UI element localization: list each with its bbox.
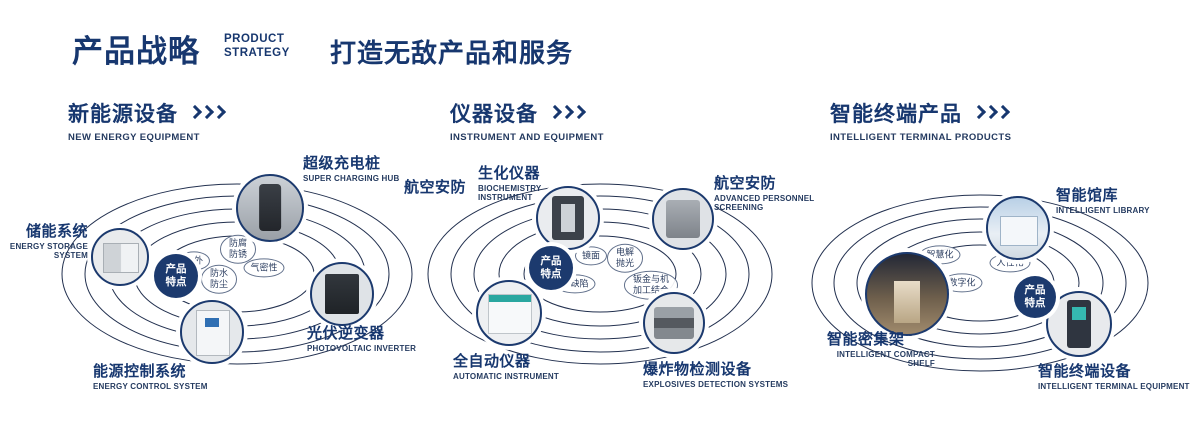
section-subtitle: INTELLIGENT TERMINAL PRODUCTS (830, 132, 1012, 143)
energy-control-photo (180, 300, 244, 364)
node-label-intelligent-terminal: 智能终端设备 INTELLIGENT TERMINAL EQUIPMENT (1038, 363, 1190, 391)
intelligent-library-photo (986, 196, 1050, 260)
node-label-super-charging-hub: 超级充电桩 SUPER CHARGING HUB (303, 155, 400, 183)
node-label-photovoltaic-inverter: 光伏逆变器 PHOTOVOLTAIC INVERTER (307, 325, 417, 353)
section-head-intelligent-terminals: 智能终端产品 INTELLIGENT TERMINAL PRODUCTS (830, 98, 1011, 143)
node-label-energy-storage: 储能系统 ENERGY STORAGE SYSTEM (9, 223, 88, 260)
page-title-english: PRODUCT STRATEGY (224, 33, 290, 59)
node-label-explosives-detection: 爆炸物检测设备 EXPLOSIVES DETECTION SYSTEMS (643, 361, 789, 389)
triple-chevron-icon (187, 104, 227, 122)
personnel-screening-photo (652, 188, 714, 250)
section-title: 智能终端产品 (830, 103, 962, 126)
section-title: 仪器设备 (450, 103, 538, 126)
product-features-badge: 产品特点 (529, 246, 573, 290)
product-features-badge: 产品特点 (1014, 276, 1056, 318)
triple-chevron-icon (971, 104, 1011, 122)
node-label-personnel-screening: 航空安防 ADVANCED PERSONNEL SCREENING (714, 175, 815, 212)
intelligent-terminal-photo (1046, 291, 1112, 357)
tagline: 打造无敌产品和服务 (330, 38, 574, 68)
triple-chevron-icon (547, 104, 587, 122)
feature-tag: 气密性 (243, 258, 285, 278)
product-features-badge: 产品特点 (154, 254, 198, 298)
node-label-automatic-instrument: 全自动仪器 AUTOMATIC INSTRUMENT (453, 353, 559, 381)
explosives-detection-photo (643, 292, 705, 354)
section-subtitle: NEW ENERGY EQUIPMENT (68, 132, 200, 143)
page-title: 产品战略 (72, 34, 200, 69)
aviation-security-label: 航空安防 (404, 179, 467, 196)
feature-tag: 防腐防锈 (220, 234, 256, 264)
section-head-instruments: 仪器设备 INSTRUMENT AND EQUIPMENT (450, 98, 604, 143)
compact-shelf-photo (865, 252, 949, 336)
orbit-rings (427, 183, 773, 365)
feature-tag: 防水防尘 (201, 264, 237, 294)
node-label-biochemistry: 生化仪器 BIOCHEMISTRY INSTRUMENT (478, 165, 542, 202)
node-label-intelligent-library: 智能馆库 INTELLIGENT LIBRARY (1056, 187, 1150, 215)
node-label-energy-control: 能源控制系统 ENERGY CONTROL SYSTEM (93, 363, 208, 391)
feature-tag: 电解抛光 (607, 243, 643, 273)
biochemistry-instrument-photo (536, 186, 600, 250)
photovoltaic-inverter-photo (310, 262, 374, 326)
node-label-compact-shelf: 智能密集架 INTELLIGENT COMPACT SHELF (827, 331, 935, 368)
energy-storage-photo (91, 228, 149, 286)
super-charging-hub-photo (236, 174, 304, 242)
section-subtitle: INSTRUMENT AND EQUIPMENT (450, 132, 604, 143)
feature-tag: 钣金与机加工结合 (624, 270, 678, 300)
automatic-instrument-photo (476, 280, 542, 346)
section-head-new-energy: 新能源设备 NEW ENERGY EQUIPMENT (68, 98, 227, 143)
section-title: 新能源设备 (68, 103, 178, 126)
feature-tag: 镜面 (574, 246, 608, 266)
